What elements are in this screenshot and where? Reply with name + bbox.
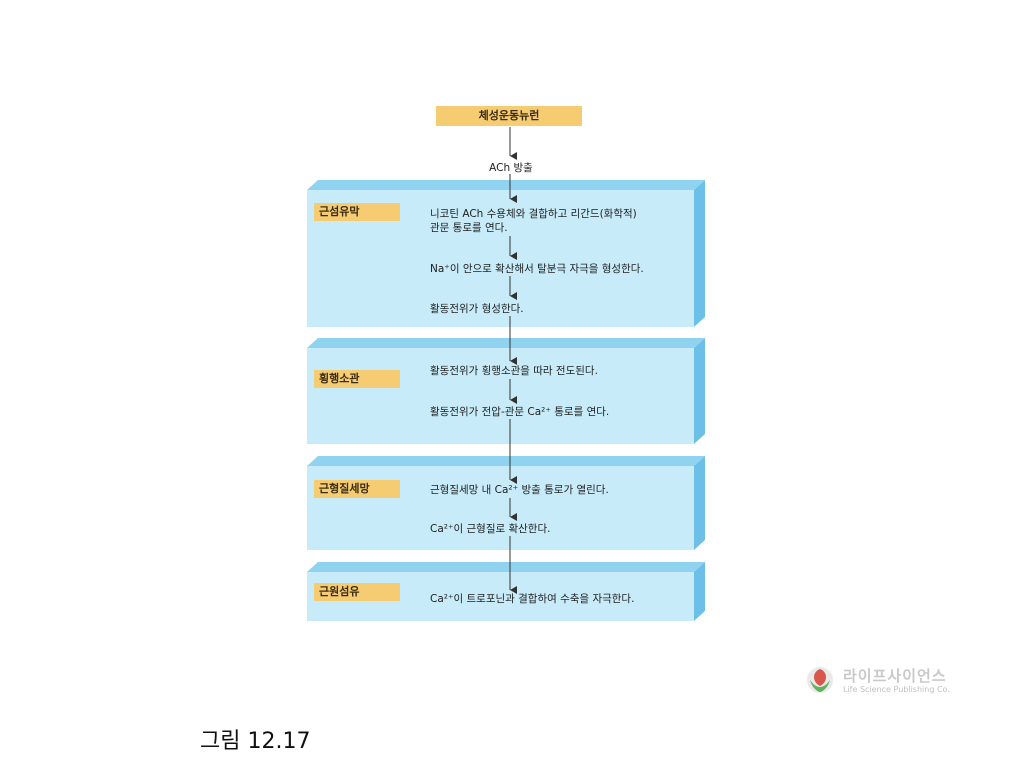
publisher-logo-icon bbox=[807, 667, 833, 693]
tag-myofibril: 근원섬유 bbox=[314, 583, 400, 601]
panel-t-tubule-shape bbox=[307, 338, 705, 444]
tag-t-tubule: 횡행소관 bbox=[314, 370, 400, 388]
figure-label: 그림 12.17 bbox=[200, 729, 311, 754]
publisher-logo-text: 라이프사이언스 bbox=[843, 667, 947, 685]
step-na-diffusion: Na⁺이 안으로 확산해서 탈분극 자극을 형성한다. bbox=[430, 263, 644, 275]
step-ca-release-channel: 근형질세망 내 Ca²⁺ 방출 통로가 열린다. bbox=[430, 484, 609, 496]
step-troponin-binding: Ca²⁺이 트로포닌과 결합하여 수축을 자극한다. bbox=[430, 593, 635, 605]
ach-release-label: ACh 방출 bbox=[489, 162, 533, 174]
step-ca-diffuses: Ca²⁺이 근형질로 확산한다. bbox=[430, 523, 551, 535]
step-receptor-binding-1: 니코틴 ACh 수용체와 결합하고 리간드(화학적) bbox=[430, 208, 637, 220]
tag-muscle-membrane: 근섬유막 bbox=[314, 203, 400, 221]
step-ca-channel-opens: 활동전위가 전압-관문 Ca²⁺ 통로를 연다. bbox=[430, 406, 610, 418]
tag-sarcoplasmic-reticulum: 근형질세망 bbox=[314, 480, 400, 498]
somatic-motor-neuron-box: 체성운동뉴런 bbox=[436, 106, 582, 126]
step-ap-conducts: 활동전위가 횡행소관을 따라 전도된다. bbox=[430, 365, 598, 377]
step-action-potential: 활동전위가 형성한다. bbox=[430, 303, 524, 315]
step-receptor-binding-2: 관문 통로를 연다. bbox=[430, 222, 508, 234]
publisher-logo-subtitle: Life Science Publishing Co. bbox=[843, 685, 950, 694]
